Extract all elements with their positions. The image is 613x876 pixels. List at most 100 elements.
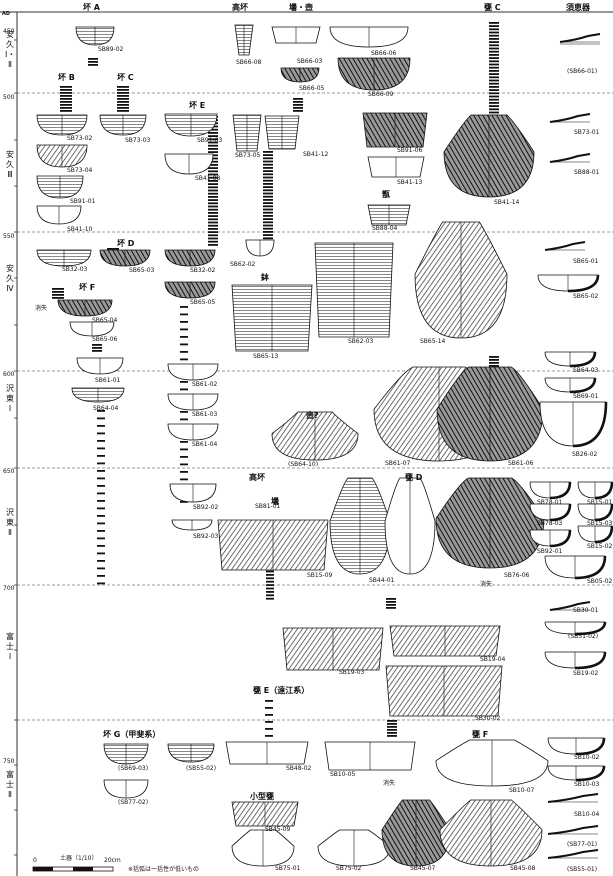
header-cup-e: 坏 E — [189, 102, 205, 110]
duration-dash — [489, 60, 499, 62]
year-600: 600 — [3, 371, 14, 378]
specimen-label: SB81-01 — [255, 504, 280, 510]
specimen-label: SB10-05 — [330, 772, 355, 778]
specimen-label: (SB77-02) — [118, 800, 148, 806]
year-550: 550 — [3, 233, 14, 240]
duration-dash — [208, 151, 218, 153]
duration-dash — [60, 86, 72, 88]
duration-dash — [263, 167, 273, 169]
duration-dash — [489, 54, 499, 56]
duration-dash — [263, 161, 273, 163]
scale-bar-fill — [33, 867, 53, 871]
duration-dash — [208, 241, 218, 243]
specimen-label: SB75-02 — [336, 866, 361, 872]
duration-dash — [117, 110, 129, 112]
duration-dash — [97, 538, 105, 540]
duration-dash — [489, 25, 499, 27]
duration-dash — [92, 350, 102, 352]
specimen-label: SB73-03 — [125, 138, 150, 144]
duration-dash — [263, 170, 273, 172]
duration-dash — [60, 107, 72, 109]
specimen-label: SB19-02 — [573, 671, 598, 677]
specimen-label: SB88-01 — [574, 170, 599, 176]
duration-dash — [489, 28, 499, 30]
duration-dash — [180, 464, 188, 466]
lost-label: 消失 — [383, 781, 395, 787]
period-sawahigashi-2: 沢東Ⅱ — [5, 508, 15, 538]
duration-dash — [263, 231, 273, 233]
duration-dash — [97, 575, 105, 577]
header-tsubo-q: 壺? — [306, 412, 319, 420]
specimen-label: SB76-06 — [504, 573, 529, 579]
duration-dash — [88, 61, 98, 63]
duration-dash — [60, 95, 72, 97]
duration-dash — [263, 202, 273, 204]
duration-dash — [208, 196, 218, 198]
duration-dash — [489, 105, 499, 107]
duration-dash — [97, 463, 105, 465]
duration-dash — [52, 297, 64, 299]
duration-dash — [180, 389, 188, 391]
duration-dash — [180, 306, 188, 308]
duration-dash — [263, 177, 273, 179]
specimen-label: SB41-10 — [67, 227, 92, 233]
duration-dash — [208, 202, 218, 204]
duration-dash — [180, 344, 188, 346]
specimen-label: SB61-06 — [508, 461, 533, 467]
specimen-label: (SB66-01) — [567, 69, 597, 75]
header-hachi: 鉢 — [261, 274, 269, 282]
duration-dash — [208, 167, 218, 169]
specimen-label: SB10-04 — [574, 812, 599, 818]
duration-dash — [265, 721, 273, 723]
duration-dash — [266, 577, 274, 579]
specimen-label: SB61-02 — [192, 382, 217, 388]
duration-dash — [263, 205, 273, 207]
duration-dash — [97, 455, 105, 457]
duration-dash — [489, 359, 499, 361]
period-anku-4: 安久Ⅳ — [5, 264, 15, 294]
duration-dash — [489, 99, 499, 101]
specimen-label: SB41-14 — [494, 200, 519, 206]
duration-dash — [293, 110, 303, 112]
specimen-label: (SB69-03) — [118, 766, 148, 772]
duration-dash — [387, 735, 397, 737]
duration-dash — [265, 714, 273, 716]
specimen-label: SB91-06 — [397, 148, 422, 154]
duration-dash — [208, 238, 218, 240]
duration-dash — [208, 183, 218, 185]
duration-dash — [208, 186, 218, 188]
specimen-label: SB61-01 — [95, 378, 120, 384]
duration-dash — [387, 732, 397, 734]
specimen-label: SB62-03 — [348, 339, 373, 345]
duration-dash — [208, 206, 218, 208]
specimen-label: SB65-06 — [92, 337, 117, 343]
duration-dash — [263, 237, 273, 239]
specimen-label: SB61-03 — [192, 412, 217, 418]
specimen-label: SB89-02 — [98, 47, 123, 53]
duration-dash — [266, 581, 274, 583]
duration-dash — [208, 244, 218, 246]
duration-dash — [489, 80, 499, 82]
duration-dash — [489, 112, 499, 114]
duration-dash — [489, 86, 499, 88]
specimen-label: SB73-02 — [67, 136, 92, 142]
duration-dash — [265, 707, 273, 709]
duration-dash — [263, 157, 273, 159]
duration-dash — [387, 726, 397, 728]
specimen-label: SB30-02 — [475, 716, 500, 722]
specimen-label: SB32-03 — [62, 267, 87, 273]
duration-dash — [117, 104, 129, 106]
duration-dash — [117, 89, 129, 91]
header-kame-d: 甕 D — [405, 474, 422, 482]
specimen-label: SB88-04 — [372, 226, 397, 232]
specimen-label: SB45-07 — [410, 866, 435, 872]
duration-dash — [180, 441, 188, 443]
specimen-label: SB10-07 — [509, 788, 534, 794]
specimen-label: SB65-04 — [92, 318, 117, 324]
specimen-label: SB91-03 — [197, 138, 222, 144]
header-cup-b: 坏 B — [58, 74, 75, 82]
duration-dash — [263, 180, 273, 182]
specimen-label: SB65-05 — [190, 300, 215, 306]
duration-dash — [180, 321, 188, 323]
specimen-label: SB41-08 — [195, 176, 220, 182]
